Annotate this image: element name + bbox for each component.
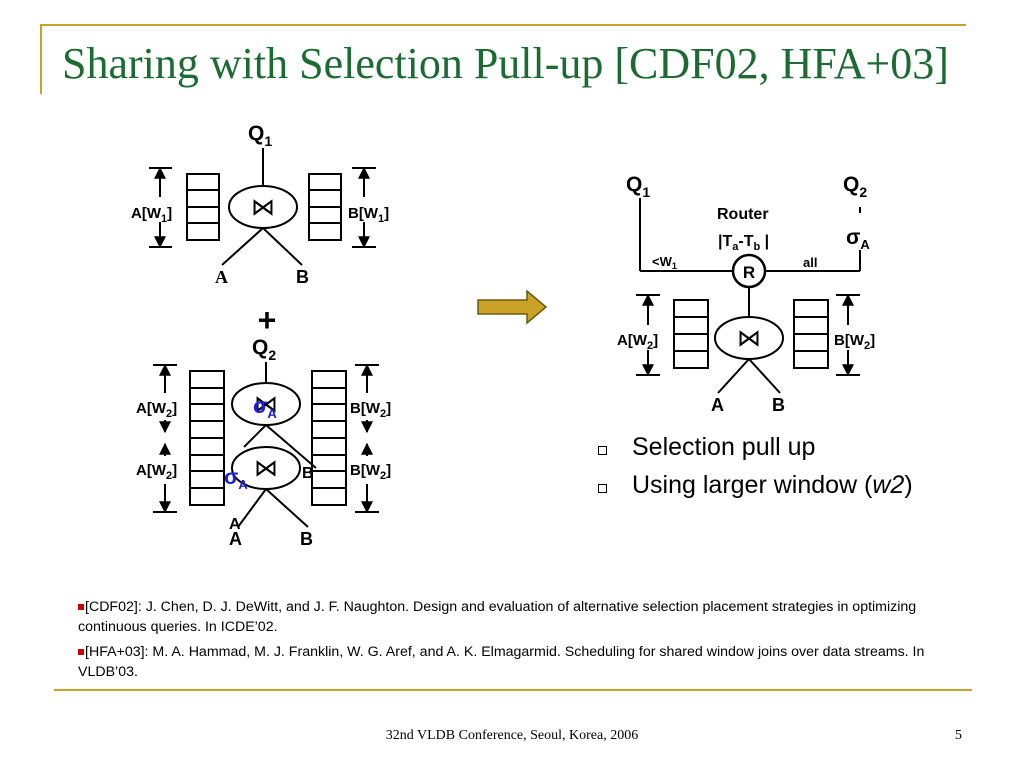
r-left-window-extent	[636, 293, 660, 377]
r-sigma: σA	[846, 226, 870, 252]
r-join-symbol: ⋈	[737, 325, 761, 352]
title-rule-horizontal	[40, 24, 966, 26]
tl-query-label: Q1	[248, 122, 272, 149]
bottom-left-join-diagram: Q2 ⋈ σA ⋈ σA B A A B	[136, 336, 391, 549]
reference-bullet-icon	[78, 604, 84, 611]
slide-title: Sharing with Selection Pull-up [CDF02, H…	[62, 39, 949, 88]
bl-lower-edge-a	[237, 488, 267, 528]
r-right-window-buffer	[793, 299, 829, 369]
r-right-window-extent	[836, 293, 860, 377]
reference-text: [HFA+03]: M. A. Hammad, M. J. Franklin, …	[78, 644, 925, 680]
bullet-text: Selection pull up	[632, 433, 816, 461]
title-rule-vertical	[40, 24, 42, 94]
bl-query-label: Q2	[252, 336, 276, 363]
r-edge-a	[717, 358, 750, 394]
bl-upper-join-symbol: ⋈	[254, 391, 278, 418]
bl-lower-sigma: σA	[224, 466, 248, 492]
tl-right-window-extent	[352, 166, 376, 249]
tl-right-window-label: B[W1]	[348, 205, 389, 225]
bl-stream-a: A	[229, 529, 242, 549]
tl-right-window-buffer	[308, 173, 342, 241]
tl-edge-a	[221, 227, 264, 266]
r-router-label: Router	[717, 206, 769, 223]
tl-left-window-label: A[W1]	[131, 205, 172, 225]
r-stream-b: B	[772, 395, 785, 415]
bl-right-window-label-lower: B[W2]	[350, 462, 391, 482]
bl-right-window-buffer	[311, 370, 347, 506]
plus-sign: +	[258, 302, 277, 338]
page-number: 5	[955, 728, 962, 743]
bl-left-window-label-upper: A[W2]	[136, 400, 177, 420]
r-stream-a: A	[711, 395, 724, 415]
tl-stream-a: A	[215, 267, 228, 287]
reference-text: [CDF02]: J. Chen, D. J. DeWitt, and J. F…	[78, 599, 917, 635]
bl-ghost-a: A	[229, 516, 241, 533]
tl-stream-b: B	[296, 267, 309, 287]
bl-stream-b: B	[300, 529, 313, 549]
right-shared-join-diagram: Q1 Q2 Router |Ta-Tb | σA <W1 all R ⋈ A B	[617, 173, 875, 415]
bl-upper-edge-left	[243, 424, 267, 448]
footer-text: 32nd VLDB Conference, Seoul, Korea, 2006	[385, 728, 639, 743]
tl-left-window-buffer	[186, 173, 220, 241]
bl-left-window-extents	[153, 363, 177, 514]
bullet-square-icon	[598, 484, 607, 493]
bl-ghost-b: B	[302, 465, 314, 482]
r-query2-label: Q2	[843, 173, 867, 200]
bullet-square-icon	[598, 446, 607, 455]
r-all-label: all	[803, 255, 817, 270]
r-right-window-label: B[W2]	[834, 332, 875, 352]
bl-lower-join-symbol: ⋈	[254, 455, 278, 482]
bl-upper-sigma: σA	[253, 395, 277, 421]
bl-lower-edge-b	[265, 488, 309, 528]
r-left-window-label: A[W2]	[617, 332, 658, 352]
bullet-text: Using larger window (w2)	[632, 471, 913, 499]
bl-right-window-extents	[355, 363, 379, 514]
reference-item: [HFA+03]: M. A. Hammad, M. J. Franklin, …	[78, 642, 958, 682]
footer-rule	[54, 689, 972, 691]
bl-left-window-buffer	[189, 370, 225, 506]
bl-right-window-label-upper: B[W2]	[350, 400, 391, 420]
reference-item: [CDF02]: J. Chen, D. J. DeWitt, and J. F…	[78, 597, 958, 637]
top-left-join-diagram: Q1 ⋈ A B A[W1] B[W1]	[131, 122, 389, 287]
transform-arrow	[477, 289, 548, 325]
reference-bullet-icon	[78, 649, 84, 656]
tl-join-symbol: ⋈	[251, 194, 275, 221]
r-edge-b	[748, 358, 781, 394]
r-ltw-label: <W1	[652, 254, 677, 271]
r-left-window-buffer	[673, 299, 709, 369]
bl-upper-edge-right	[265, 424, 317, 469]
r-router-node-label: R	[743, 263, 755, 282]
r-query1-label: Q1	[626, 173, 650, 200]
r-router-expr: |Ta-Tb |	[718, 233, 769, 253]
tl-edge-b	[262, 227, 303, 266]
bl-left-window-label-lower: A[W2]	[136, 462, 177, 482]
tl-left-window-extent	[149, 166, 172, 249]
